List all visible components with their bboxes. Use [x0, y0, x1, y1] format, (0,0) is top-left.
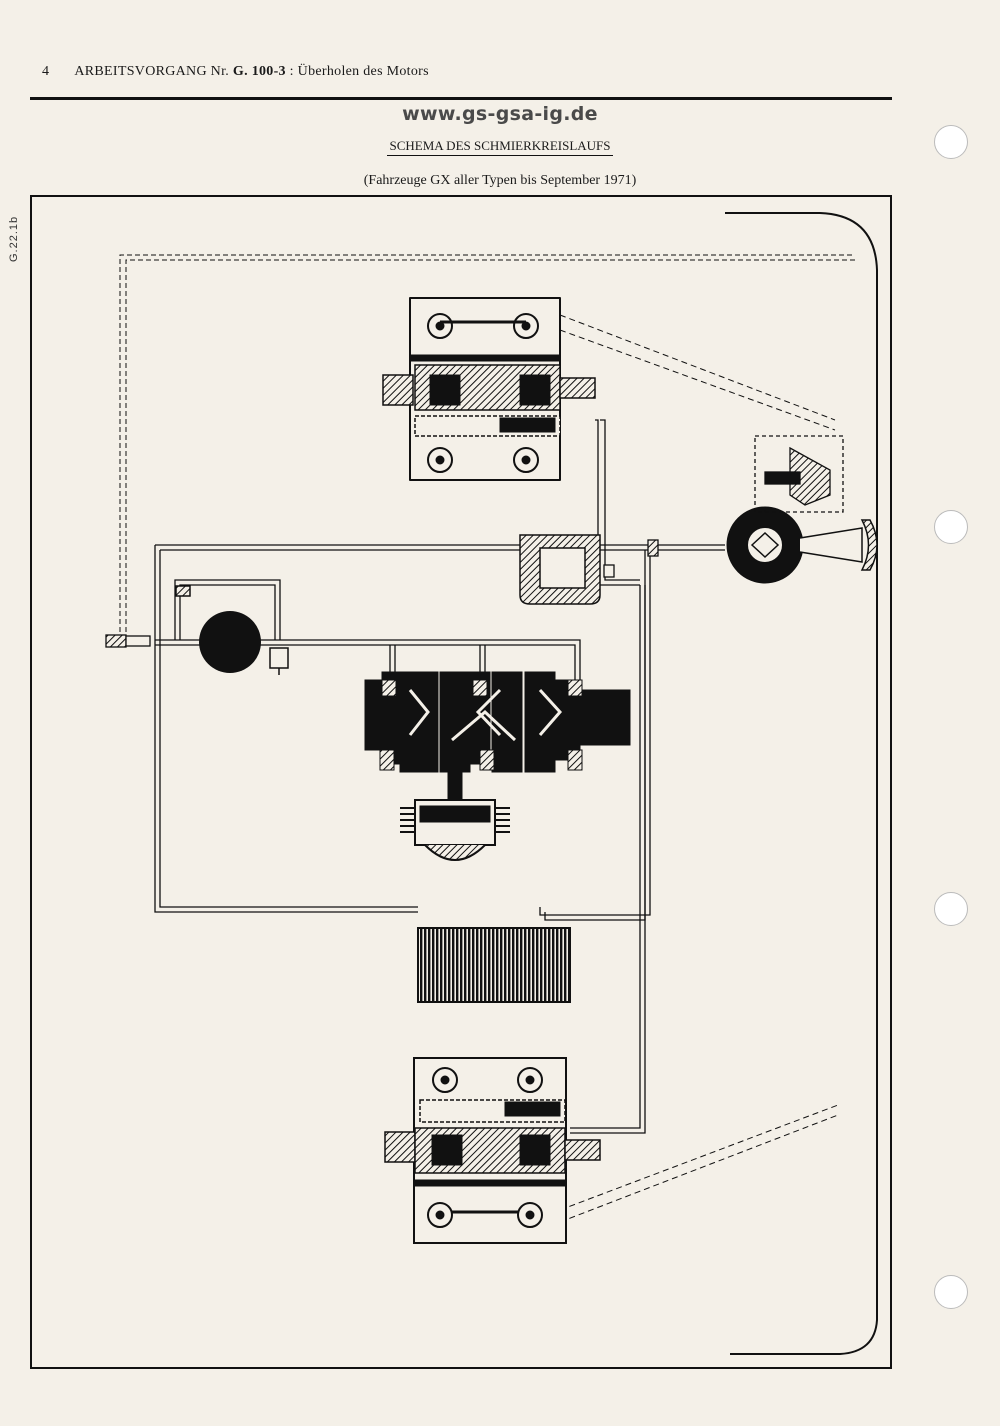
binder-hole: [934, 510, 968, 544]
oil-cooler: [417, 927, 571, 1003]
binder-hole: [934, 125, 968, 159]
oil-sump-strainer: [105, 634, 151, 648]
diagram-title-text: SCHEMA DES SCHMIERKREISLAUFS: [387, 138, 613, 156]
diagram-frame: [30, 195, 892, 1369]
dashed-return-line: [119, 254, 855, 640]
cylinder-head-top: [382, 297, 596, 481]
crankshaft: [364, 671, 631, 773]
operation-label: ARBEITSVORGANG Nr.: [74, 64, 230, 79]
oil-circuit-pipes: [154, 419, 725, 1134]
connector-fitting: [603, 539, 659, 578]
diagram-title: SCHEMA DES SCHMIERKREISLAUFS: [0, 138, 1000, 156]
watermark-url: www.gs-gsa-ig.de: [402, 103, 598, 125]
oil-pressure-switch: [269, 647, 289, 675]
operation-code: G. 100-3: [232, 64, 286, 79]
binder-hole: [934, 1275, 968, 1309]
oil-tank-gauge: [726, 506, 878, 584]
breather-dashed-lines: [559, 314, 839, 1223]
cylinder-head-bottom: [384, 1057, 601, 1244]
cylinder-piston: [400, 771, 510, 861]
operation-title: : Überholen des Motors: [289, 64, 429, 79]
breather-valve: [754, 435, 844, 513]
oil-pump: [199, 611, 261, 673]
binder-hole: [934, 892, 968, 926]
header-rule: [30, 97, 892, 100]
oil-filter-housing: [519, 534, 601, 605]
diagram-subtitle: (Fahrzeuge GX aller Typen bis September …: [363, 173, 637, 188]
page-header: 4 ARBEITSVORGANG Nr. G. 100-3 : Überhole…: [42, 64, 429, 80]
page-number: 4: [42, 64, 50, 79]
relief-valve: [175, 585, 191, 597]
